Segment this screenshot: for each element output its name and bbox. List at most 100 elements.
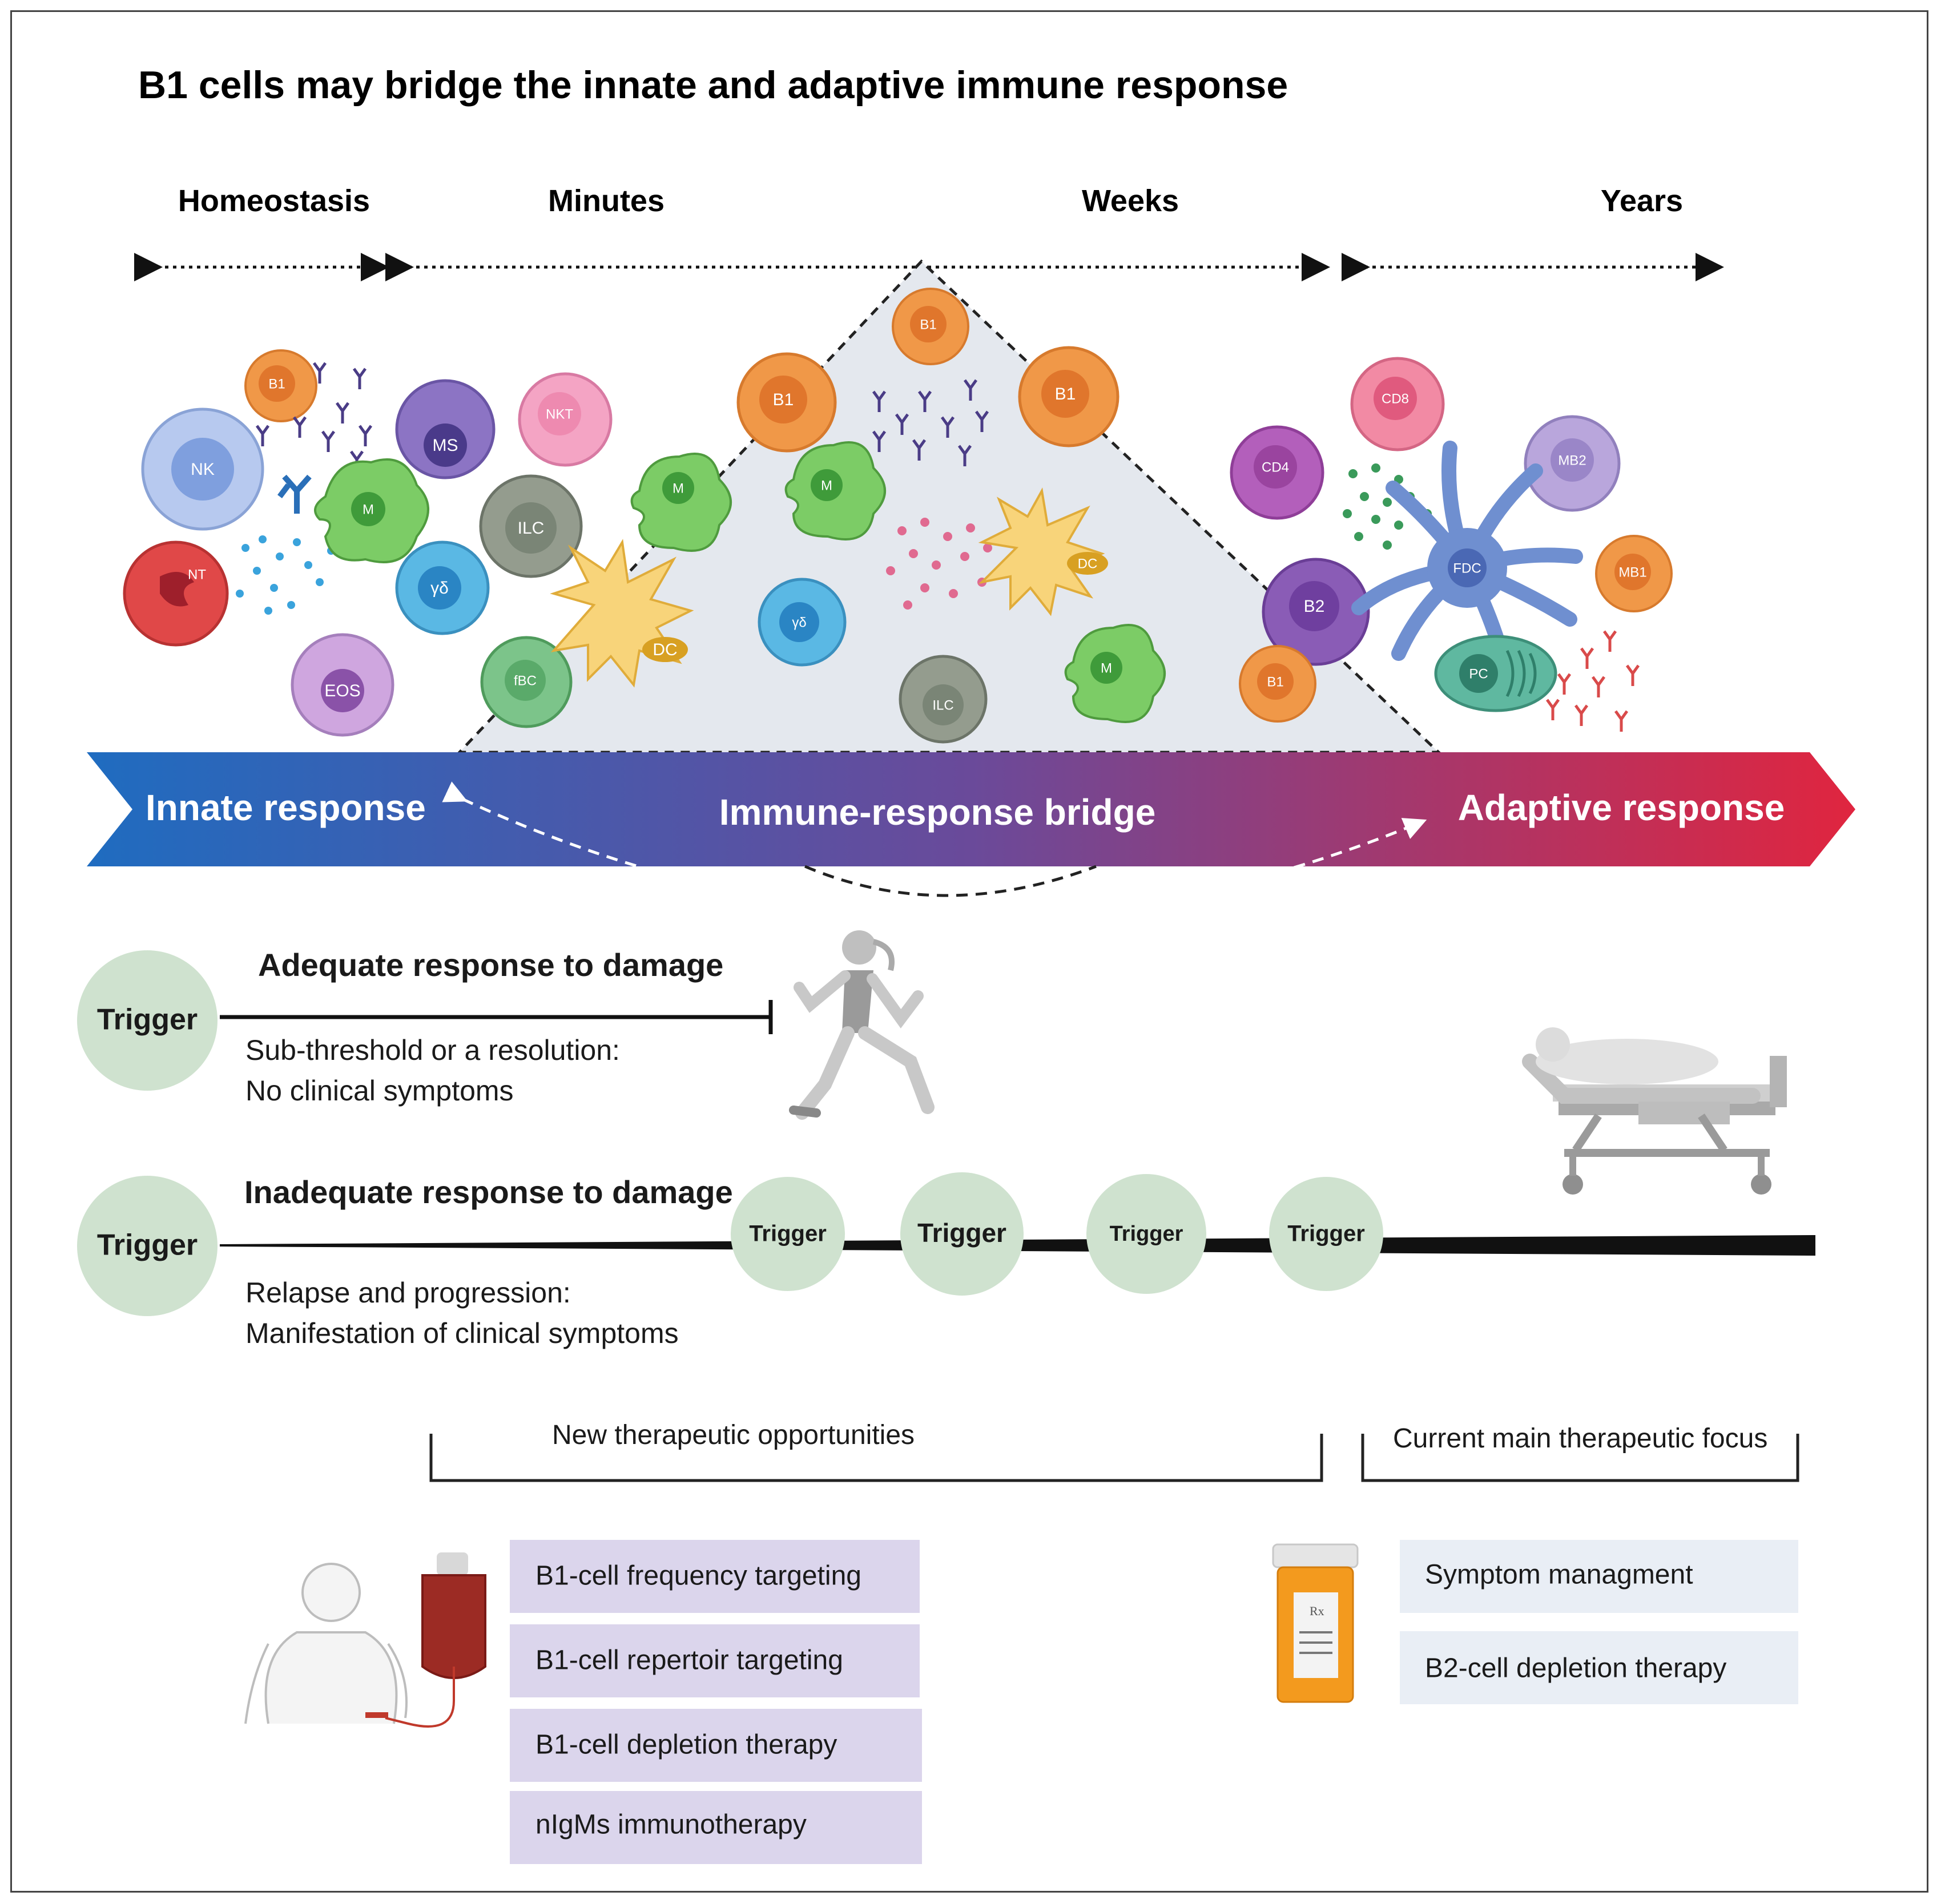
band-innate-label: Innate response <box>146 787 426 828</box>
b1-cell: B1 <box>244 349 317 422</box>
mb1-cell: MB1 <box>1595 535 1673 612</box>
therapy-item-box <box>510 1709 922 1782</box>
ilc-cell: ILC <box>479 474 583 578</box>
b2-label: B2 <box>1304 597 1325 616</box>
time-label-minutes: Minutes <box>548 184 665 218</box>
repeat-trigger: Trigger <box>1269 1177 1383 1291</box>
time-label-weeks: Weeks <box>1082 184 1179 218</box>
hospital-bed-icon <box>1522 1027 1787 1195</box>
inadequate-line2: Manifestation of clinical symptoms <box>245 1317 679 1349</box>
pill-bottle-icon: Rx <box>1272 1543 1359 1703</box>
adequate-heading: Adequate response to damage <box>258 947 723 983</box>
mb2-label: MB2 <box>1558 453 1586 468</box>
ilc-cell: ILC <box>899 655 988 744</box>
fbc-cell: fBC <box>480 636 573 728</box>
new-therapy-label: New therapeutic opportunities <box>552 1420 915 1450</box>
cytokine-dots-blue <box>236 535 335 615</box>
inadequate-line1: Relapse and progression: <box>245 1277 571 1309</box>
figure-title: B1 cells may bridge the innate and adapt… <box>138 63 1288 107</box>
repeat-trigger: Trigger <box>900 1172 1024 1296</box>
nk-cell: NK <box>141 408 264 531</box>
trigger-label: Trigger <box>1110 1222 1183 1246</box>
macrophage-cell: M <box>630 453 732 552</box>
gamma-delta-cell: γδ <box>395 540 490 635</box>
b1-cell: B1 <box>1239 645 1316 723</box>
eos-label: EOS <box>324 681 360 700</box>
antibody-cluster <box>872 379 989 466</box>
gd-label: γδ <box>430 579 449 598</box>
trigger-label: Trigger <box>97 1003 198 1036</box>
runner-icon <box>789 930 935 1120</box>
receptor-icon <box>277 474 312 514</box>
m-label: M <box>821 478 832 493</box>
bridge-curved-arrow-below <box>804 865 1097 897</box>
m-label: M <box>672 481 684 496</box>
ilc-label: ILC <box>518 519 545 538</box>
therapy-item-label: nIgMs immunotherapy <box>535 1810 807 1840</box>
cytokine-dots-pink <box>886 518 992 610</box>
mb2-cell: MB2 <box>1524 415 1621 512</box>
new-therapy-list: B1-cell frequency targeting B1-cell repe… <box>510 1540 922 1864</box>
cd8-cell: CD8 <box>1350 357 1445 451</box>
cd8-label: CD8 <box>1382 391 1409 406</box>
trigger-label: Trigger <box>917 1218 1006 1248</box>
repeat-trigger: Trigger <box>1086 1174 1206 1294</box>
therapy-item-box <box>510 1540 920 1613</box>
current-therapy-list: Symptom managment B2-cell depletion ther… <box>1400 1540 1798 1704</box>
m-label: M <box>363 502 374 517</box>
trigger-label: Trigger <box>1287 1221 1365 1247</box>
gamma-delta-cell: γδ <box>758 578 847 667</box>
eos-cell: EOS <box>291 633 394 737</box>
fbc-label: fBC <box>514 673 537 688</box>
current-therapy-bracket <box>1361 1434 1799 1482</box>
figure-frame <box>10 10 1928 1893</box>
new-therapy-bracket <box>429 1434 1323 1482</box>
cd4-cell: CD4 <box>1230 425 1324 520</box>
dc-cell: DC <box>978 487 1108 616</box>
b1-cell: B1 <box>1018 346 1120 447</box>
time-label-homeostasis: Homeostasis <box>178 184 370 218</box>
gd-label: γδ <box>792 615 806 630</box>
trigger-label: Trigger <box>749 1221 827 1247</box>
b1-label: B1 <box>920 317 936 332</box>
rx-label: Rx <box>1310 1604 1324 1618</box>
therapy-item-box <box>1400 1631 1798 1704</box>
cd4-label: CD4 <box>1262 459 1289 475</box>
b1-label: B1 <box>1267 674 1283 689</box>
band-adaptive-label: Adaptive response <box>1458 787 1785 828</box>
b2-cell: B2 <box>1262 558 1370 666</box>
therapy-item-label: B1-cell depletion therapy <box>535 1730 837 1760</box>
adequate-line1: Sub-threshold or a resolution: <box>245 1034 620 1066</box>
nkt-cell: NKT <box>518 372 613 467</box>
nt-cell: NT <box>123 540 229 647</box>
b1-label: B1 <box>268 376 285 392</box>
nt-label: NT <box>188 567 206 582</box>
dc-cell: DC <box>550 539 694 688</box>
repeat-trigger: Trigger <box>731 1177 845 1291</box>
dc-label: DC <box>1078 556 1098 571</box>
b1-cell: B1 <box>736 352 837 453</box>
current-therapy-label: Current main therapeutic focus <box>1393 1423 1767 1454</box>
fdc-cell: FDC <box>1351 441 1583 661</box>
therapy-item-label: B2-cell depletion therapy <box>1425 1653 1726 1684</box>
bridge-curved-arrow <box>442 781 1427 918</box>
antibody-cluster <box>255 362 373 472</box>
band-bridge-label: Immune-response bridge <box>719 792 1156 833</box>
mb1-label: MB1 <box>1618 564 1646 580</box>
therapy-item-box <box>510 1624 920 1697</box>
antibody-cluster-red <box>1545 630 1640 732</box>
pc-cell: PC <box>1434 635 1557 712</box>
macrophage-cell: M <box>314 458 429 563</box>
ms-label: MS <box>433 436 458 455</box>
ms-cell: MS <box>395 379 496 479</box>
therapy-item-box <box>1400 1540 1798 1613</box>
therapy-item-label: B1-cell frequency targeting <box>535 1561 861 1591</box>
b1-label: B1 <box>773 390 794 409</box>
nk-label: NK <box>191 460 215 479</box>
ilc-label: ILC <box>932 697 953 713</box>
inadequate-heading: Inadequate response to damage <box>244 1174 733 1210</box>
pc-label: PC <box>1469 666 1488 681</box>
therapy-item-label: B1-cell repertoir targeting <box>535 1645 843 1676</box>
m-label: M <box>1101 660 1112 676</box>
